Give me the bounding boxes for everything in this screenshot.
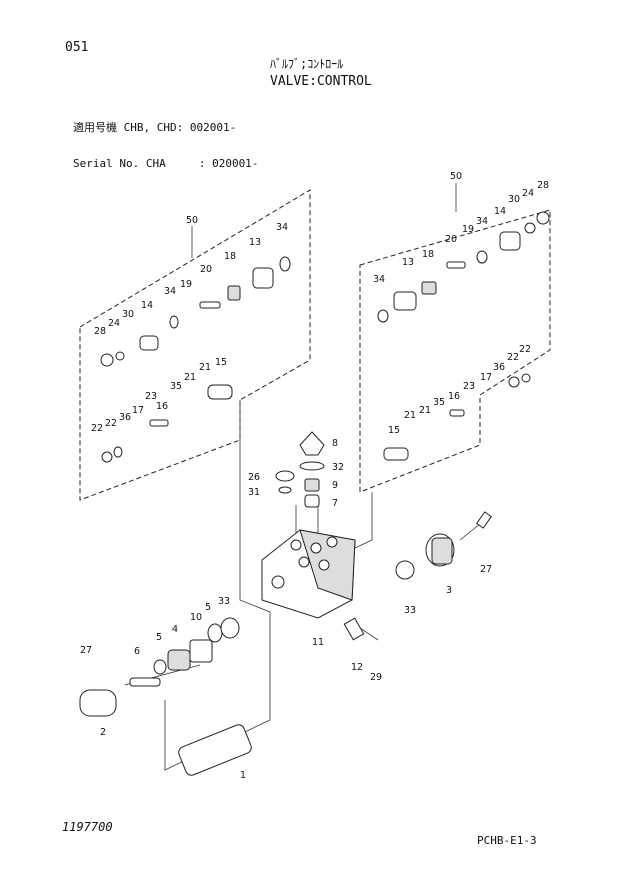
callout-26: 26 [248,472,260,483]
callout-left-21a: 21 [199,362,211,373]
relief-plug-stack [275,431,325,508]
callout-right-20: 20 [445,234,457,245]
callout-left-16: 16 [156,401,168,412]
callout-31: 31 [248,487,260,498]
callout-left-17: 17 [132,405,144,416]
callout-right-34b: 34 [373,274,385,285]
applicability-line-1: 適用号機 CHB, CHD: 002001- [73,121,237,134]
callout-left-30: 30 [122,309,134,320]
valve-body [261,529,356,619]
callout-right-14: 14 [494,206,506,217]
left-kit-boundary [79,189,311,501]
callout-4: 4 [172,624,178,635]
callout-left-14: 14 [141,300,153,311]
callout-left-18: 18 [224,251,236,262]
callout-8: 8 [332,438,338,449]
callout-1: 1 [240,770,246,781]
callout-2: 2 [100,727,106,738]
callout-right-13: 13 [402,257,414,268]
callout-right-15: 15 [388,425,400,436]
callout-right-36: 36 [493,362,505,373]
callout-27a: 27 [80,645,92,656]
callout-12: 12 [351,662,363,673]
callout-left-35: 35 [170,381,182,392]
callout-left-50: 50 [186,215,198,226]
callout-29: 29 [370,672,382,683]
callout-right-28: 28 [537,180,549,191]
callout-32: 32 [332,462,344,473]
callout-left-23: 23 [145,391,157,402]
callout-right-35: 35 [433,397,445,408]
callout-left-28: 28 [94,326,106,337]
callout-left-21b: 21 [184,372,196,383]
callout-9: 9 [332,480,338,491]
callout-33a: 33 [218,596,230,607]
callout-right-21b: 21 [404,410,416,421]
callout-left-36: 36 [119,412,131,423]
callout-right-22b: 22 [507,352,519,363]
callout-left-34a: 34 [276,222,288,233]
footer-left-code: 1197700 [62,820,113,834]
callout-5a: 5 [156,632,162,643]
spool-assembly [79,617,379,776]
callout-right-22a: 22 [519,344,531,355]
callout-33b: 33 [404,605,416,616]
callout-right-21a: 21 [419,405,431,416]
applicability-line-2: Serial No. CHA : 020001- [73,157,259,170]
right-kit-parts [377,211,550,461]
plug-assembly-3 [395,511,492,580]
page-title: VALVE:CONTROL [270,74,372,89]
applicability-block: 適用号機 CHB, CHD: 002001- Serial No. CHA : … [73,98,258,182]
callout-right-34a: 34 [476,216,488,227]
callout-27b: 27 [480,564,492,575]
callout-6: 6 [134,646,140,657]
callout-11: 11 [312,637,324,648]
page-number: 051 [65,40,89,55]
footer-right-code: PCHB-E1-3 [477,834,537,847]
callout-right-30: 30 [508,194,520,205]
callout-right-16: 16 [448,391,460,402]
callout-right-24: 24 [522,188,534,199]
callout-right-50: 50 [450,171,462,182]
callout-left-22a: 22 [91,423,103,434]
title-japanese: ﾊﾞﾙﾌﾞ;ｺﾝﾄﾛｰﾙ [270,57,344,71]
callout-right-19: 19 [462,224,474,235]
callout-left-13: 13 [249,237,261,248]
callout-3: 3 [446,585,452,596]
callout-right-23: 23 [463,381,475,392]
callout-left-24: 24 [108,318,120,329]
callout-left-20: 20 [200,264,212,275]
callout-7: 7 [332,498,338,509]
callout-left-19: 19 [180,279,192,290]
callout-right-18: 18 [422,249,434,260]
callout-5b: 5 [205,602,211,613]
callout-left-34b: 34 [164,286,176,297]
left-kit-parts [100,256,291,463]
callout-left-15: 15 [215,357,227,368]
callout-10: 10 [190,612,202,623]
callout-right-17: 17 [480,372,492,383]
callout-left-22b: 22 [105,418,117,429]
